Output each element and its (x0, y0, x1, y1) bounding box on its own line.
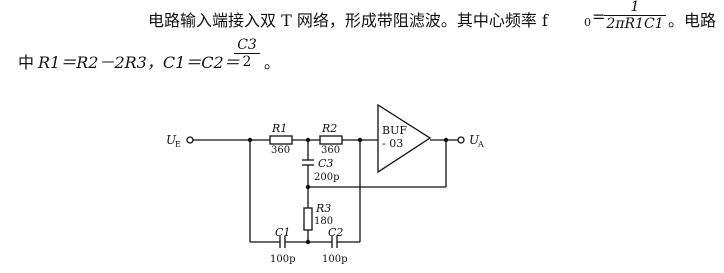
line1-subscript: 0 (584, 16, 591, 29)
r3-name: R3 (315, 202, 331, 215)
input-subscript: E (175, 140, 181, 149)
line1-equals: = (592, 7, 606, 26)
output-label: U (469, 133, 480, 147)
frequency-fraction: 1 2πR1C1 (604, 0, 666, 32)
r1-name: R1 (271, 122, 287, 135)
input-terminal (186, 136, 194, 144)
r2-value: 360 (321, 145, 340, 156)
line1-prefix: 电路输入端接入双 T 网络，形成带阻滤波。其中心频率 f (148, 11, 548, 30)
text-line-2: 中 R1＝R2－2R3，C1＝C2＝ C3 2 。 (18, 36, 318, 78)
frequency-numerator: 1 (630, 0, 640, 15)
line2-prefix: 中 (18, 53, 35, 72)
text-line-1: 电路输入端接入双 T 网络，形成带阻滤波。其中心频率 f 0 = 1 2πR1C… (148, 0, 724, 34)
r1-value: 360 (271, 145, 290, 156)
resistor-r3 (303, 207, 313, 231)
frequency-denominator: 2πR1C1 (606, 16, 664, 32)
input-label: U (166, 133, 177, 147)
capacitor-denominator: 2 (242, 54, 252, 70)
fraction-bar-2 (234, 53, 260, 54)
output-subscript: A (477, 140, 484, 149)
buffer-label-2: - 03 (382, 137, 403, 150)
resistor-r1 (269, 135, 293, 145)
fraction-bar (604, 15, 666, 16)
buffer-label-1: BUF (382, 124, 407, 137)
capacitor-numerator: C3 (237, 37, 257, 53)
c3-value: 200p (314, 172, 340, 183)
c2-value: 100p (322, 254, 348, 265)
line2-equation: R1＝R2－2R3，C1＝C2＝ (38, 53, 240, 72)
resistor-r2 (319, 135, 343, 145)
c1-value: 100p (270, 254, 296, 265)
capacitor-fraction: C3 2 (234, 38, 260, 70)
output-terminal (457, 136, 465, 144)
line1-suffix: 。电路 (668, 11, 717, 30)
c3-name: C3 (318, 157, 333, 170)
r2-name: R2 (321, 122, 337, 135)
r3-value: 180 (314, 216, 333, 227)
c2-name: C2 (328, 226, 343, 239)
line2-suffix: 。 (264, 53, 281, 72)
buffer-amplifier (377, 103, 432, 174)
c1-name: C1 (275, 226, 290, 239)
